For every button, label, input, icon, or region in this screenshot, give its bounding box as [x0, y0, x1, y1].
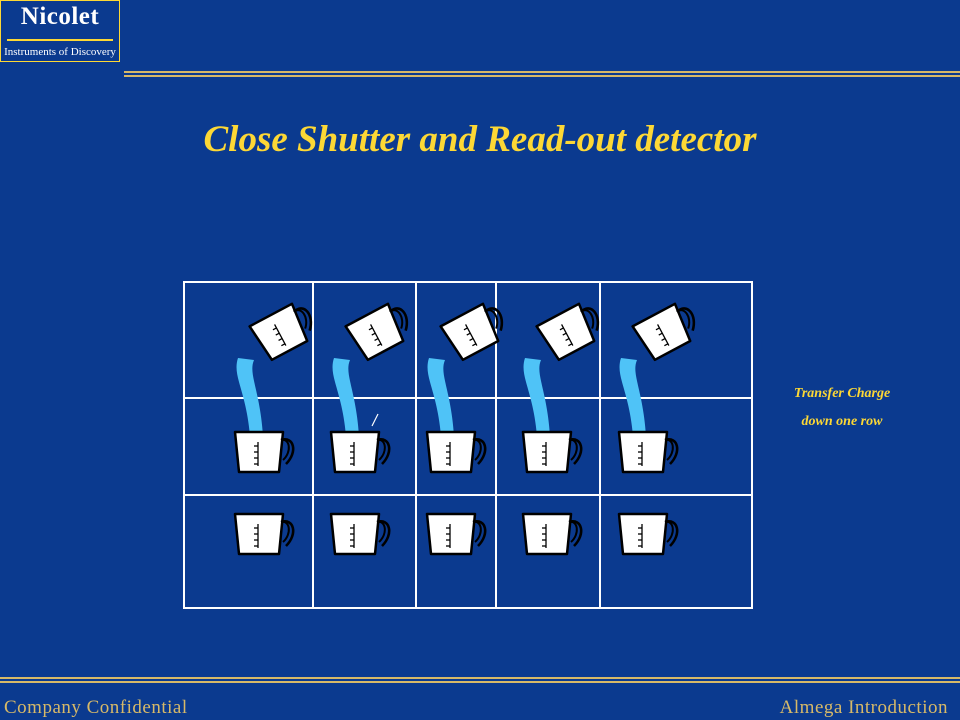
- logo-name: Nicolet: [20, 3, 100, 30]
- footer-rule-bottom: [0, 681, 960, 683]
- measuring-cup-icon: [329, 512, 391, 556]
- pouring-beaker-icon: [333, 299, 416, 436]
- header-rule-bottom: [124, 75, 960, 77]
- measuring-cup-icon: [617, 512, 679, 556]
- footer-confidential: Company Confidential: [4, 697, 188, 718]
- measuring-cup-icon: [521, 430, 583, 474]
- measuring-cup-icon: [233, 512, 295, 556]
- transfer-note-line1: Transfer Charge: [793, 386, 891, 401]
- measuring-cup-icon: [329, 430, 391, 474]
- stir-mark: [371, 413, 379, 427]
- measuring-cup-icon: [617, 430, 679, 474]
- pouring-beaker-icon: [428, 299, 511, 436]
- transfer-note-line2: down one row: [801, 414, 883, 429]
- slide-title: Close Shutter and Read-out detector: [203, 119, 757, 160]
- pouring-beaker-icon: [524, 299, 607, 436]
- footer-rule-top: [0, 677, 960, 679]
- measuring-cup-icon: [233, 430, 295, 474]
- measuring-cup-icon: [425, 430, 487, 474]
- pouring-beaker-icon: [620, 299, 703, 436]
- pouring-beaker-icon: [237, 299, 320, 436]
- logo-divider: [7, 39, 113, 41]
- nicolet-logo: Nicolet Instruments of Discovery: [0, 0, 120, 62]
- measuring-cup-icon: [521, 512, 583, 556]
- measuring-cup-icon: [425, 512, 487, 556]
- header-rule-top: [124, 71, 960, 73]
- footer-presentation-name: Almega Introduction: [779, 697, 948, 718]
- logo-tagline: Instruments of Discovery: [4, 46, 116, 58]
